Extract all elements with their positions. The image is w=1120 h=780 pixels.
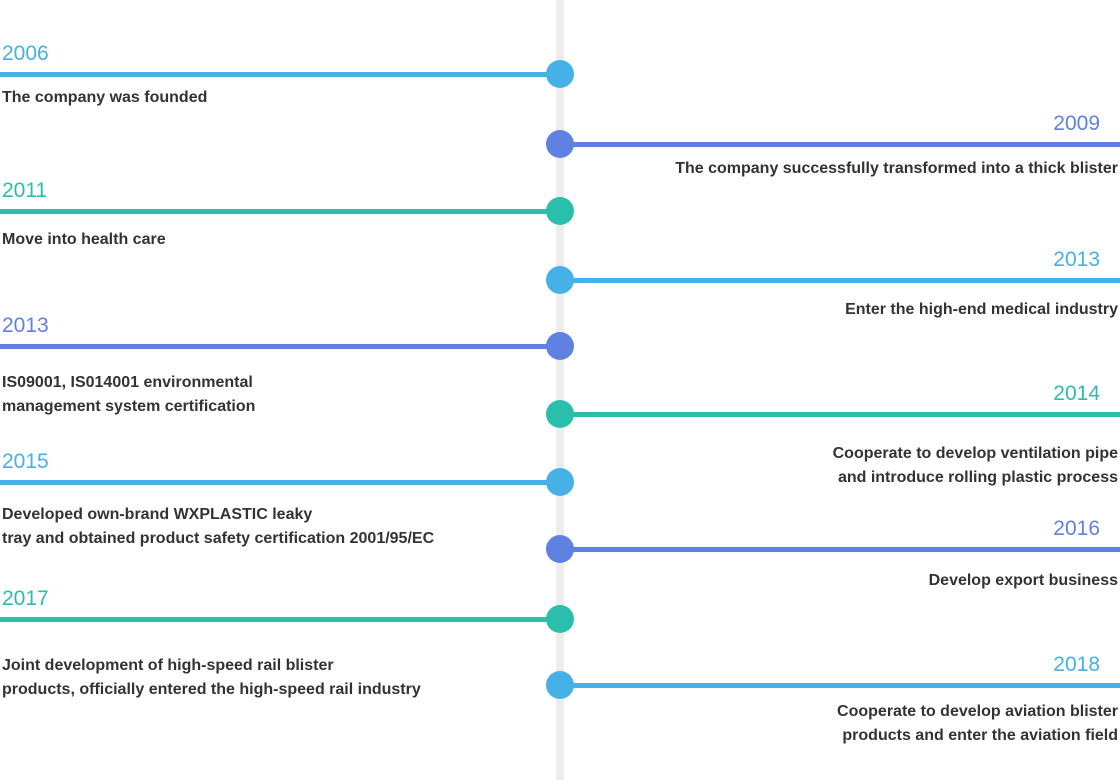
event-description: Develop export business — [928, 572, 1118, 589]
timeline-axis — [556, 0, 564, 780]
year-label: 2006 — [2, 42, 49, 65]
event-description: IS09001, IS014001 environmental manageme… — [2, 374, 256, 415]
event-description: Cooperate to develop ventilation pipe an… — [832, 445, 1118, 486]
year-label: 2018 — [1053, 653, 1100, 676]
event-description: Cooperate to develop aviation blister pr… — [837, 703, 1118, 744]
connector-line — [0, 72, 560, 77]
year-label: 2013 — [1053, 248, 1100, 271]
year-label: 2013 — [2, 314, 49, 337]
connector-line — [560, 142, 1120, 147]
connector-line — [560, 547, 1120, 552]
connector-line — [0, 209, 560, 214]
connector-line — [560, 412, 1120, 417]
event-description: The company successfully transformed int… — [675, 160, 1118, 177]
event-description: Enter the high-end medical industry — [845, 301, 1118, 318]
year-label: 2017 — [2, 587, 49, 610]
year-label: 2011 — [2, 179, 48, 202]
event-description: Developed own-brand WXPLASTIC leaky tray… — [2, 506, 435, 547]
connector-line — [0, 617, 560, 622]
connector-line — [560, 278, 1120, 283]
event-description: Move into health care — [2, 231, 166, 248]
year-label: 2009 — [1053, 112, 1100, 135]
connector-line — [560, 683, 1120, 688]
year-label: 2016 — [1053, 517, 1100, 540]
event-description: The company was founded — [2, 89, 208, 106]
event-description: Joint development of high-speed rail bli… — [2, 657, 421, 698]
year-label: 2014 — [1053, 382, 1100, 405]
year-label: 2015 — [2, 450, 49, 473]
connector-line — [0, 480, 560, 485]
connector-line — [0, 344, 560, 349]
